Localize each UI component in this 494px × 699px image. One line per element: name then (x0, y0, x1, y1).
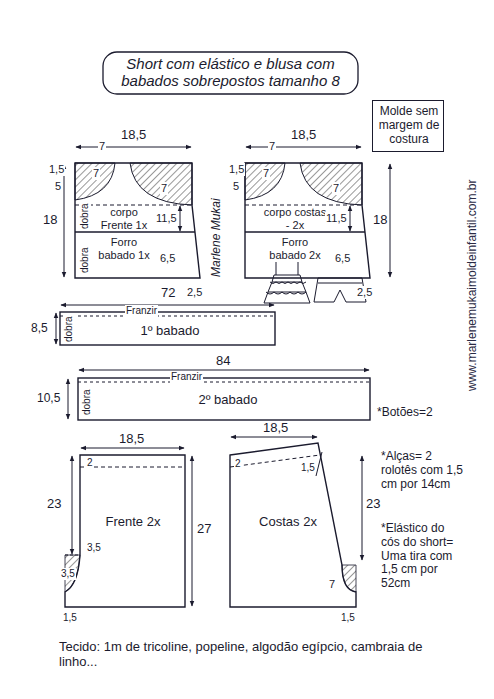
dimension: 6,5 (159, 252, 176, 265)
dimension: 7 (268, 140, 276, 153)
piece-label: Forro babado 1x (95, 236, 153, 261)
dimension: 2 (234, 458, 242, 470)
piece-label: Frente 2x (102, 515, 164, 530)
dimension: 1,5 (340, 612, 356, 624)
dimension: 18,5 (262, 421, 289, 436)
shorts-back-piece: Costas 2x (230, 443, 355, 607)
dimension: 18 (372, 213, 388, 228)
piece-label: 2º babado (178, 393, 278, 408)
dimension: 3,5 (60, 568, 76, 580)
dimension: 7 (328, 578, 336, 591)
dimension: 18,5 (118, 432, 145, 447)
dimension: 6,5 (334, 252, 351, 265)
dimension: 7 (262, 167, 270, 180)
watermark: www.marlenemukaimoldeinfantil.com.br (466, 179, 480, 392)
dimension: 7 (92, 167, 100, 180)
dimension: 1,5 (228, 163, 245, 176)
dimension: 84 (215, 354, 231, 369)
piece-label: corpo costas - 2x (263, 206, 327, 231)
sheet-title: Short com elástico e blusa com babados s… (108, 55, 353, 90)
dimension: 10,5 (36, 392, 61, 406)
fold-mark: dobra (63, 315, 75, 343)
dimension: 23 (46, 497, 62, 512)
piece-label: 1º babado (130, 324, 210, 339)
note: *Elástico do cós do short= Uma tira com … (380, 522, 466, 591)
dimension: 3,5 (86, 542, 102, 554)
dimension: 7 (332, 182, 340, 195)
shorts-front-piece: Frente 2x (80, 455, 185, 607)
piece-label: Costas 2x (258, 515, 318, 530)
note-box: Molde sem margem de costura (372, 100, 444, 152)
ruffle-piece: 2º babado (78, 378, 370, 420)
ruffle-piece: 1º babado (60, 312, 275, 345)
dimension: 1,5 (300, 462, 316, 474)
dimension: 23 (365, 497, 381, 512)
dimension: 2 (86, 457, 94, 469)
dimension: 1,5 (48, 163, 65, 176)
fold-mark: dobra (81, 388, 93, 416)
note: *Botões=2 (376, 406, 434, 420)
fabric-note: Tecido: 1m de tricoline, popeline, algod… (58, 640, 440, 670)
gather-mark: Franzir (125, 305, 158, 317)
dimension: 5 (54, 180, 62, 193)
fold-mark: dobra (79, 202, 91, 230)
dimension: 11,5 (325, 212, 348, 225)
piece-label: Molde sem margem de costura (377, 105, 441, 146)
dimension: 1,5 (62, 612, 78, 624)
note: *Alças= 2 rolotês com 1,5 cm por 14cm (380, 450, 466, 491)
dimension: 11,5 (155, 212, 178, 225)
dimension: 72 (160, 286, 176, 301)
piece-label: corpo Frente 1x (95, 206, 153, 231)
bodice-front-piece: corpo Frente 1x Forro babado 1x (75, 163, 200, 278)
fold-mark: dobra (79, 246, 91, 274)
dimension: 18,5 (120, 128, 147, 143)
dimension: 5 (232, 180, 240, 193)
gather-mark: Franzir (170, 371, 203, 383)
dimension: 7 (98, 140, 106, 153)
dimension: 27 (196, 522, 212, 537)
dimension: 2,5 (186, 286, 203, 299)
dimension: 2,5 (356, 286, 373, 299)
dimension: 7 (160, 182, 168, 195)
signature: Marlene Mukai (210, 197, 224, 278)
illustration (264, 262, 366, 303)
dimension: 8,5 (30, 322, 49, 336)
dimension: 18,5 (290, 128, 317, 143)
dimension: 18 (42, 213, 58, 228)
piece-label: Forro babado 2x (263, 236, 327, 261)
